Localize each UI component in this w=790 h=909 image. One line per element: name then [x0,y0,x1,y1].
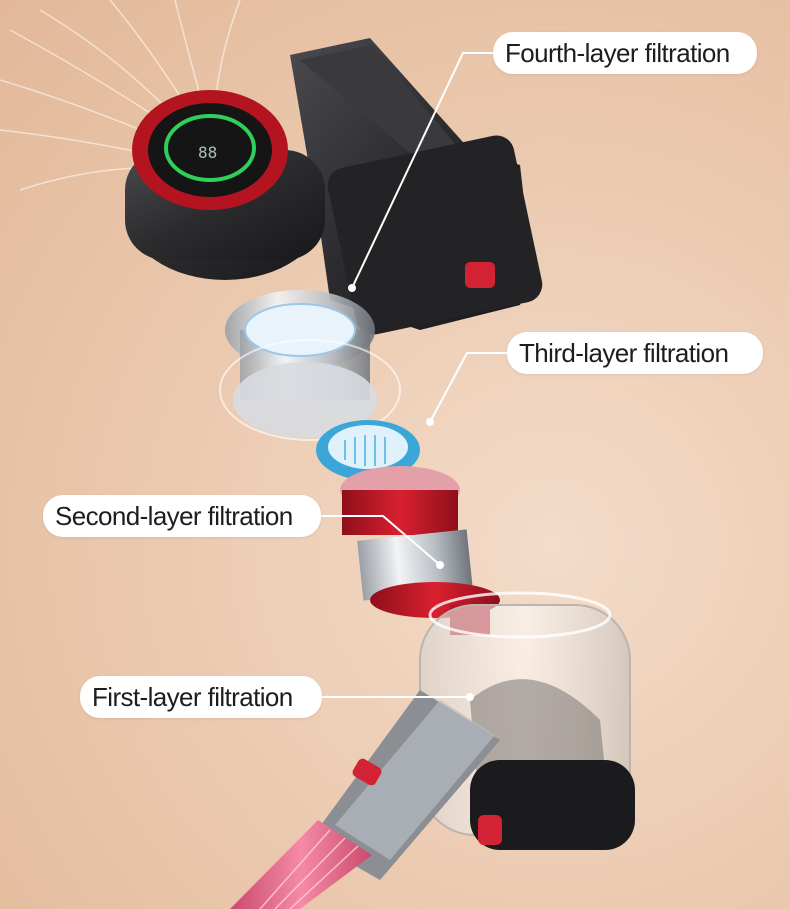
svg-text:88: 88 [198,143,217,162]
battery-release-button [465,262,495,288]
dust-cup [419,591,635,850]
dust-cup-release-button [478,815,502,845]
fourth-layer-filter [219,290,401,441]
power-display-ring [164,114,256,182]
third-layer-filter [316,420,420,480]
first-layer-callout: First-layer filtration [80,676,322,718]
callout-leader-dots [348,284,474,701]
fourth-layer-callout: Fourth-layer filtration [493,32,757,74]
second-layer-callout: Second-layer filtration [43,495,321,537]
third-layer-callout: Third-layer filtration [507,332,763,374]
callout-leader-lines [297,52,507,698]
vacuum-handle [290,38,543,335]
motor-head: 88 [125,90,325,280]
vacuum-wand [230,690,500,909]
